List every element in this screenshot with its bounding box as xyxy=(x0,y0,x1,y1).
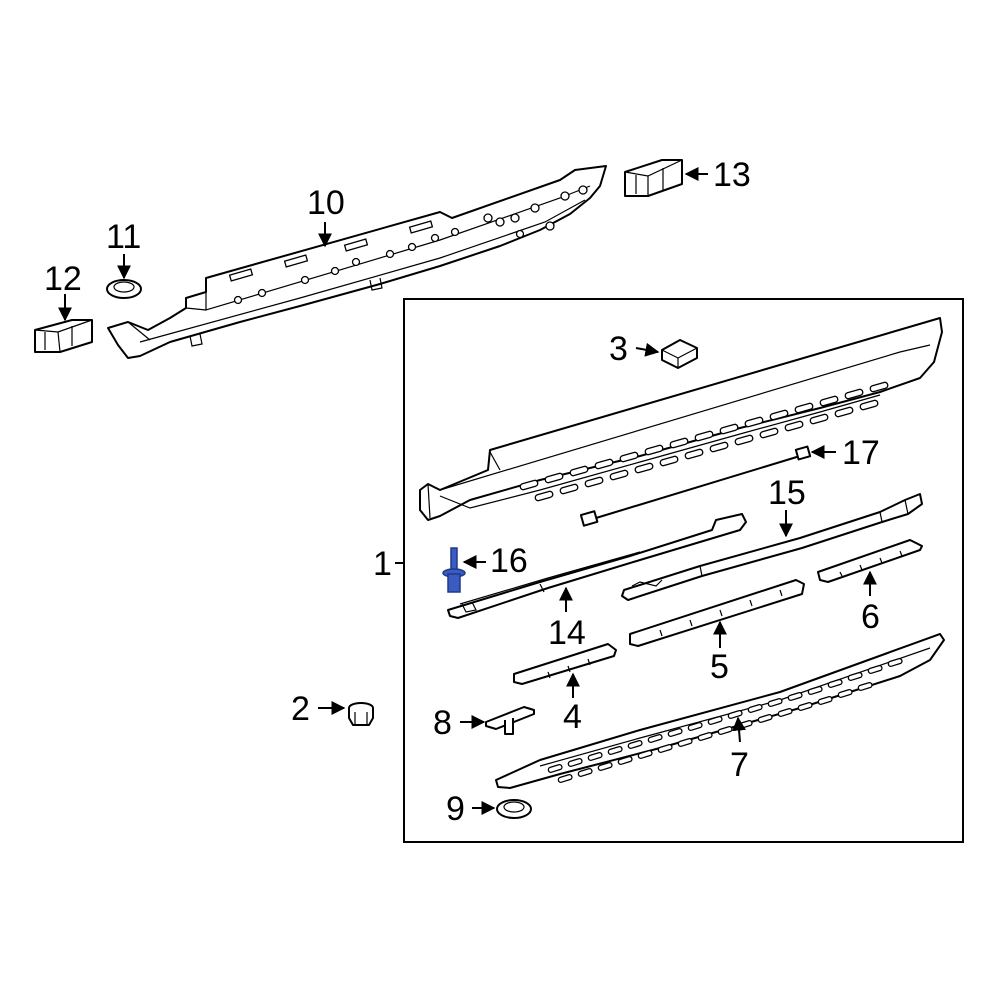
pad xyxy=(661,339,698,369)
callout-1: 1 xyxy=(373,545,392,583)
callout-9: 9 xyxy=(446,790,465,828)
callout-5: 5 xyxy=(710,648,729,686)
front-bracket xyxy=(447,513,747,619)
trim-molding xyxy=(495,633,945,789)
nut xyxy=(348,702,374,726)
running-board xyxy=(419,317,943,521)
rear-bracket xyxy=(621,493,923,601)
grommet-upper xyxy=(106,279,142,299)
leader-7 xyxy=(732,716,747,743)
callout-8: 8 xyxy=(433,704,452,742)
stud-clip xyxy=(485,706,535,735)
callout-6: 6 xyxy=(861,598,880,636)
board-slot-pattern xyxy=(519,381,889,502)
callout-4: 4 xyxy=(563,698,582,736)
callout-17: 17 xyxy=(842,434,880,472)
wire-harness xyxy=(579,445,812,527)
grommet-lower xyxy=(496,799,532,819)
callout-2: 2 xyxy=(291,690,310,728)
callout-11: 11 xyxy=(106,218,141,256)
end-block-rear xyxy=(624,159,683,197)
callout-14: 14 xyxy=(548,614,586,652)
callout-10: 10 xyxy=(307,184,345,222)
rivet xyxy=(442,547,466,593)
step-pad-small xyxy=(513,643,617,685)
step-pad-rear xyxy=(817,539,923,583)
callout-7: 7 xyxy=(730,746,749,784)
leader-3 xyxy=(635,342,660,357)
assembly-frame xyxy=(403,298,964,843)
callout-3: 3 xyxy=(609,330,628,368)
trim-slot-pattern xyxy=(547,658,903,783)
step-pad-center xyxy=(629,579,805,647)
callout-12: 12 xyxy=(44,260,82,298)
callout-16: 16 xyxy=(490,542,528,580)
callout-labels: 1 2 3 4 5 6 7 8 9 10 11 12 13 14 15 16 1… xyxy=(44,156,880,828)
end-block-front xyxy=(34,319,93,353)
callout-15: 15 xyxy=(768,474,806,512)
rocker-reinforcement xyxy=(107,165,607,359)
leader-lines xyxy=(58,167,877,815)
callout-13: 13 xyxy=(713,156,751,194)
